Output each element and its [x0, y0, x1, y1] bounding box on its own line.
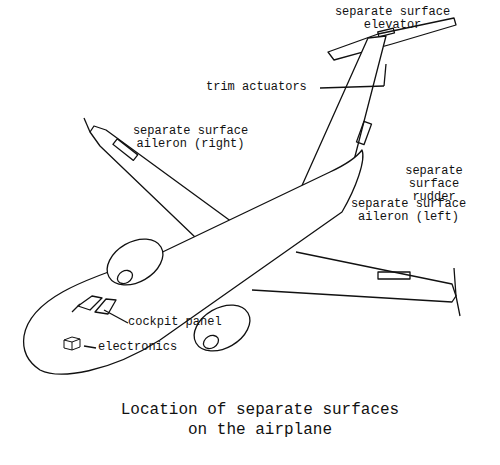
elevator-label: separate surface elevator	[330, 6, 455, 32]
trim-actuators-label: trim actuators	[206, 81, 318, 94]
aileron-right-label: separate surface aileron (right)	[128, 125, 253, 151]
aileron-left-label: separate surface aileron (left)	[346, 198, 471, 224]
cockpit-panel-label: cockpit panel	[128, 316, 232, 329]
figure-caption: Location of separate surfaces on the air…	[110, 400, 410, 440]
electronics-label: electronics	[98, 341, 188, 354]
